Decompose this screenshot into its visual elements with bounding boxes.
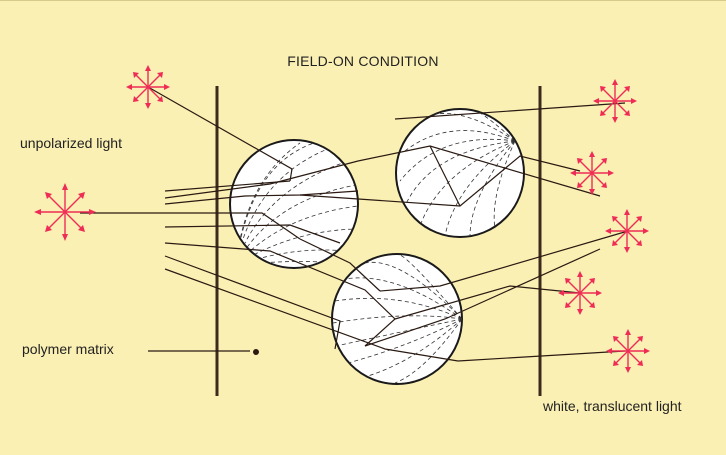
starburst-out-5 xyxy=(606,329,650,373)
starburst-out-3 xyxy=(605,209,649,253)
starburst-out-4 xyxy=(558,271,602,315)
starburst-incoming-main xyxy=(34,183,96,241)
unpolarized-light-label: unpolarized light xyxy=(20,135,122,151)
starburst-out-1 xyxy=(593,79,637,123)
polymer-matrix-label: polymer matrix xyxy=(22,341,114,357)
starburst-incoming-top xyxy=(126,65,170,109)
liquid-crystal-droplet-1 xyxy=(230,140,358,268)
liquid-crystal-droplet-2 xyxy=(396,106,524,237)
polymer-matrix-dot xyxy=(253,349,259,355)
starburst-out-2 xyxy=(570,151,614,195)
white-translucent-light-label: white, translucent light xyxy=(543,398,682,414)
diagram-title: FIELD-ON CONDITION xyxy=(0,53,726,69)
